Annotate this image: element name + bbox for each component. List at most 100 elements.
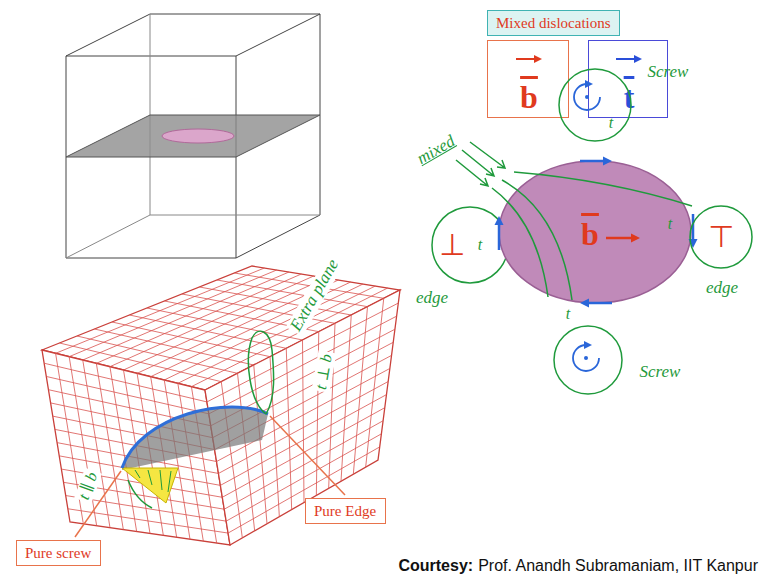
lattice-line — [341, 315, 351, 481]
hatch-line — [160, 470, 162, 490]
vector-symbol: t — [478, 236, 482, 254]
screw-circle — [554, 326, 622, 394]
text-wrap: ⊤ — [708, 222, 734, 252]
mixed-segment — [514, 172, 692, 206]
pure-screw-box: Pure screw — [16, 540, 101, 566]
lattice-line — [254, 365, 267, 524]
label-wrap: Courtesy: — [398, 556, 473, 575]
title-box: Mixed dislocations — [487, 10, 620, 36]
line-direction-arrow-head — [495, 216, 504, 225]
block-top-face — [66, 14, 320, 56]
handwritten-note: Screw — [640, 363, 681, 382]
circular-arrow-head — [585, 80, 593, 88]
text-wrap: t — [609, 114, 613, 132]
lattice-line — [238, 373, 255, 531]
slip-plane — [66, 115, 320, 157]
lattice-line — [110, 276, 314, 367]
vector-symbol: b — [520, 81, 538, 113]
hatch-line — [135, 470, 140, 478]
text-wrap: ⊥ — [439, 230, 465, 260]
block-edge — [66, 215, 320, 258]
wedge-hatch — [135, 470, 171, 492]
handwritten-note: edge — [416, 289, 448, 308]
handwritten-note: Extra plane — [286, 254, 344, 336]
vector-symbol: t — [668, 215, 672, 233]
lattice-grid — [42, 266, 400, 545]
mixed-arrows — [456, 142, 505, 186]
label-wrap: t ⊥ b — [312, 351, 336, 393]
box-label: Pure Edge — [314, 502, 377, 520]
handwritten-note: Screw — [648, 63, 689, 82]
burgers-vector-box: b — [487, 40, 569, 118]
hatch-line — [148, 470, 152, 485]
edge-symbol: ⊥ — [439, 230, 465, 260]
lattice-line — [69, 270, 277, 357]
label-wrap: edge — [706, 279, 738, 298]
handwritten-note: t ⊥ b — [312, 351, 336, 393]
block-hidden-edge — [66, 215, 320, 258]
lattice-line — [353, 307, 367, 475]
line-direction-arrow-head — [603, 157, 612, 166]
screw-circle-bottom — [554, 326, 622, 394]
annotation-circle — [559, 69, 631, 141]
lattice-line — [329, 323, 335, 488]
lattice-line — [44, 363, 207, 402]
vector-arrow-head — [534, 55, 542, 63]
edge-circle: ⊤ — [688, 204, 754, 270]
vector-symbol: t — [609, 114, 613, 132]
credit-text: Prof. Anandh Subramaniam, IIT Kanpur — [478, 556, 758, 575]
credit-label: Courtesy: — [398, 556, 473, 575]
screw-hook — [128, 480, 152, 508]
line-direction-dot — [584, 356, 588, 360]
hatch-line — [168, 471, 171, 492]
lattice-line — [178, 383, 204, 541]
circular-arrow-head — [584, 341, 592, 349]
annotation-circle — [690, 206, 752, 268]
label-wrap: t ∥ b — [74, 468, 101, 504]
annotation-circle — [432, 207, 508, 283]
burgers-arrow-head — [631, 234, 640, 243]
vector-arrow — [516, 58, 534, 60]
line-direction-dot — [585, 95, 589, 99]
text-wrap: b — [520, 81, 538, 113]
circular-arrow — [573, 345, 599, 371]
box-label: Pure screw — [25, 544, 92, 562]
lattice-line — [270, 357, 279, 517]
box-label: Mixed dislocations — [496, 14, 611, 32]
label-wrap: mixed — [414, 132, 458, 168]
dislocation-loop-small — [162, 129, 234, 143]
text-wrap: t — [478, 236, 482, 254]
vector-arrow — [616, 58, 634, 60]
label-wrap: edge — [416, 289, 448, 308]
vector-arrow-head — [634, 55, 642, 63]
dislocation-line — [122, 407, 268, 468]
lattice-line — [366, 298, 384, 467]
vector-symbol: b — [581, 218, 599, 250]
lattice-line — [226, 434, 381, 521]
crystal-block — [66, 14, 320, 258]
leader-line — [270, 416, 345, 495]
burgers-arrow — [606, 237, 631, 240]
lattice-line — [96, 274, 301, 363]
pure-edge-box: Pure Edge — [305, 498, 386, 524]
line-direction-arrow — [589, 302, 612, 305]
handwritten-note: mixed — [414, 132, 458, 168]
label-wrap: t — [668, 215, 672, 233]
label-wrap: Extra plane — [286, 254, 344, 336]
lattice-line — [46, 376, 209, 413]
mixed-segment — [492, 188, 548, 297]
handwritten-note: edge — [706, 279, 738, 298]
vector-symbol: t — [566, 305, 570, 323]
handwritten-note: t ∥ b — [74, 468, 101, 504]
line-direction-arrow — [580, 160, 603, 163]
label-wrap: Screw — [640, 363, 681, 382]
lattice-line — [56, 268, 265, 353]
label-wrap: Screw — [648, 63, 689, 82]
slipped-region — [122, 407, 268, 470]
lattice-line — [96, 363, 123, 529]
screw-circle: t — [557, 67, 633, 143]
line-direction-arrow-head — [580, 299, 589, 308]
pointer-arrow — [456, 160, 488, 186]
